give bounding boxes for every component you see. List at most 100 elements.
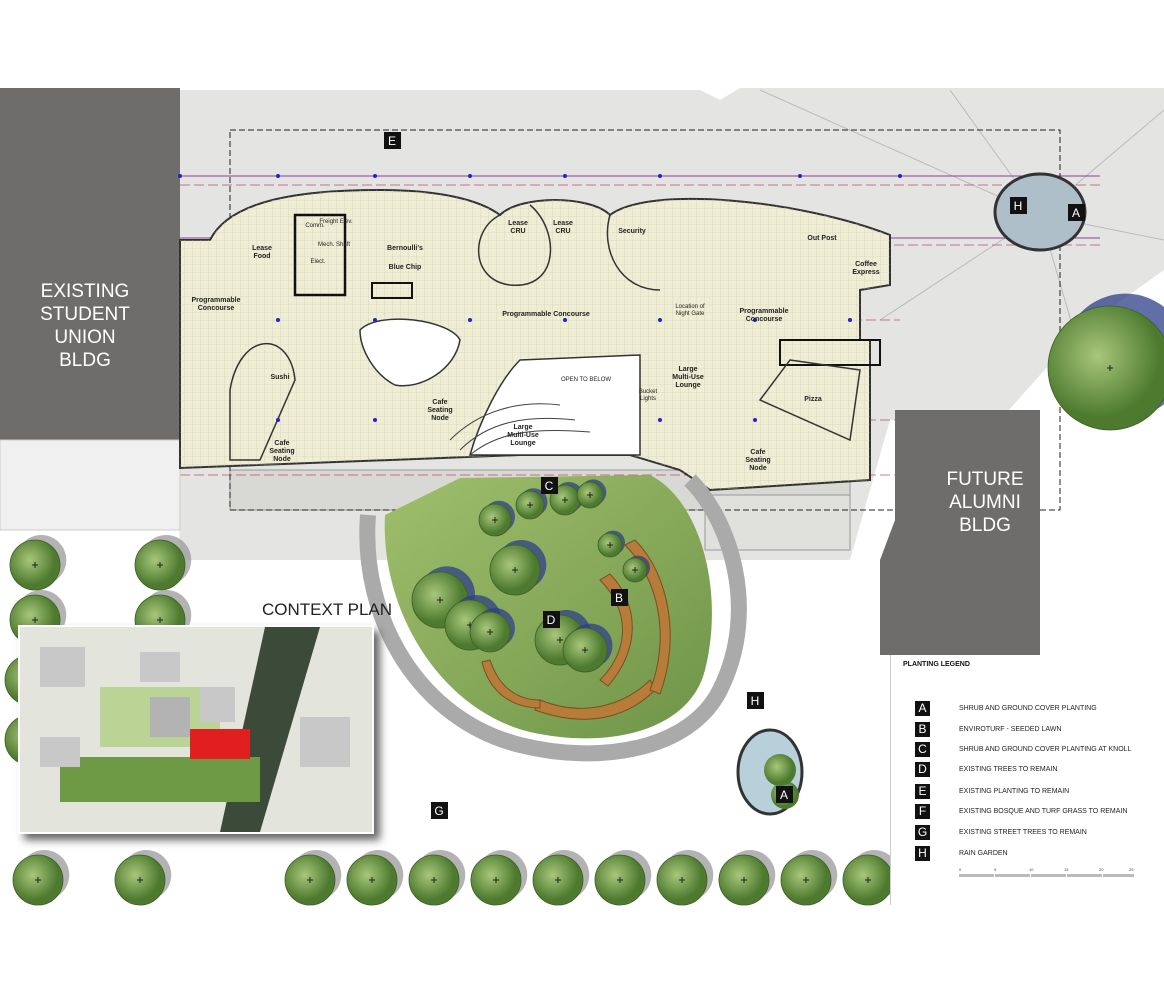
tree-trunk-mark (157, 562, 163, 568)
svg-text:C: C (545, 479, 554, 493)
column-markers (178, 174, 902, 422)
context-plan-title: CONTEXT PLAN (262, 600, 393, 619)
project-site-highlight (190, 729, 250, 759)
svg-text:OPEN TO BELOW: OPEN TO BELOW (561, 377, 611, 383)
svg-text:Elect.: Elect. (310, 259, 325, 265)
radial-paving-lines (759, 89, 1164, 421)
future-alumni-label: FUTURE ALUMNI BLDG (946, 469, 1023, 536)
svg-text:Bernoulli's: Bernoulli's (387, 245, 423, 252)
svg-text:Comm.: Comm. (305, 223, 325, 229)
context-plan-graphic (20, 627, 372, 832)
marker-c: C (541, 477, 558, 494)
tree-trunk-mark (369, 877, 375, 883)
svg-text:BLDG: BLDG (59, 350, 111, 371)
stair-void (359, 318, 461, 387)
svg-text:Blue Chip: Blue Chip (389, 264, 422, 271)
knoll-path (359, 474, 747, 762)
tree-trunk-mark (557, 637, 563, 643)
svg-text:A: A (780, 788, 788, 802)
svg-text:EXISTING: EXISTING (41, 281, 130, 302)
tree-trunk-mark (1107, 365, 1113, 371)
svg-text:Out Post: Out Post (807, 235, 837, 242)
tree-trunk-mark (587, 492, 593, 498)
marker-a-bottom: A (776, 786, 793, 803)
tree-trunk-mark (632, 567, 638, 573)
existing-student-union-building (0, 88, 180, 440)
marker-b: B (611, 589, 628, 606)
knoll-lawn (384, 475, 712, 739)
tree-trunk-mark (487, 629, 493, 635)
tree-trunk-mark (617, 877, 623, 883)
svg-text:STUDENT: STUDENT (40, 304, 130, 325)
marker-h-bottom: H (747, 692, 764, 709)
svg-text:Freight Elev.: Freight Elev. (319, 219, 353, 225)
svg-text:UNION: UNION (54, 327, 115, 348)
tree-trunk-mark (431, 877, 437, 883)
amphitheater-steps (449, 403, 591, 456)
svg-text:Sushi: Sushi (270, 374, 289, 381)
tree-trunk-mark (679, 877, 685, 883)
context-plan-map (18, 625, 374, 834)
legend-title: PLANTING LEGEND (903, 661, 970, 668)
marker-a-top: A (1068, 204, 1085, 221)
tree-trunk-mark (492, 517, 498, 523)
tree-trunk-mark (35, 877, 41, 883)
tree-trunk-mark (32, 562, 38, 568)
svg-text:H: H (751, 694, 760, 708)
tree-trunk-mark (307, 877, 313, 883)
marker-d: D (543, 611, 560, 628)
tree-trunk-mark (512, 567, 518, 573)
svg-text:ALUMNI: ALUMNI (949, 492, 1021, 513)
marker-g: G (431, 802, 448, 819)
scale-bar: 0 5 10 15 20 25 m (959, 867, 1137, 881)
svg-text:A: A (1072, 206, 1080, 220)
existing-student-union-label: EXISTING STUDENT UNION BLDG (40, 281, 130, 371)
tree-trunk-mark (32, 617, 38, 623)
svg-text:B: B (615, 591, 623, 605)
tree-trunk-mark (562, 497, 568, 503)
tree-trunk-mark (493, 877, 499, 883)
svg-text:G: G (434, 804, 443, 818)
tree-icon (1047, 305, 1164, 431)
tree-trunk-mark (607, 542, 613, 548)
tree-trunk-mark (865, 877, 871, 883)
tree-trunk-mark (582, 647, 588, 653)
svg-text:Pizza: Pizza (804, 396, 822, 403)
svg-text:D: D (547, 613, 556, 627)
tree-trunk-mark (137, 877, 143, 883)
svg-text:H: H (1014, 199, 1023, 213)
tree-trunk-mark (527, 502, 533, 508)
marker-h-top: H (1010, 197, 1027, 214)
svg-text:Security: Security (618, 228, 646, 235)
tree-trunk-mark (741, 877, 747, 883)
tree-trunk-mark (803, 877, 809, 883)
tree-trunk-mark (555, 877, 561, 883)
tree-trunk-mark (157, 617, 163, 623)
marker-e: E (384, 132, 401, 149)
svg-text:BLDG: BLDG (959, 515, 1011, 536)
svg-text:E: E (388, 134, 396, 148)
svg-text:Mech. Shaft: Mech. Shaft (318, 242, 350, 248)
